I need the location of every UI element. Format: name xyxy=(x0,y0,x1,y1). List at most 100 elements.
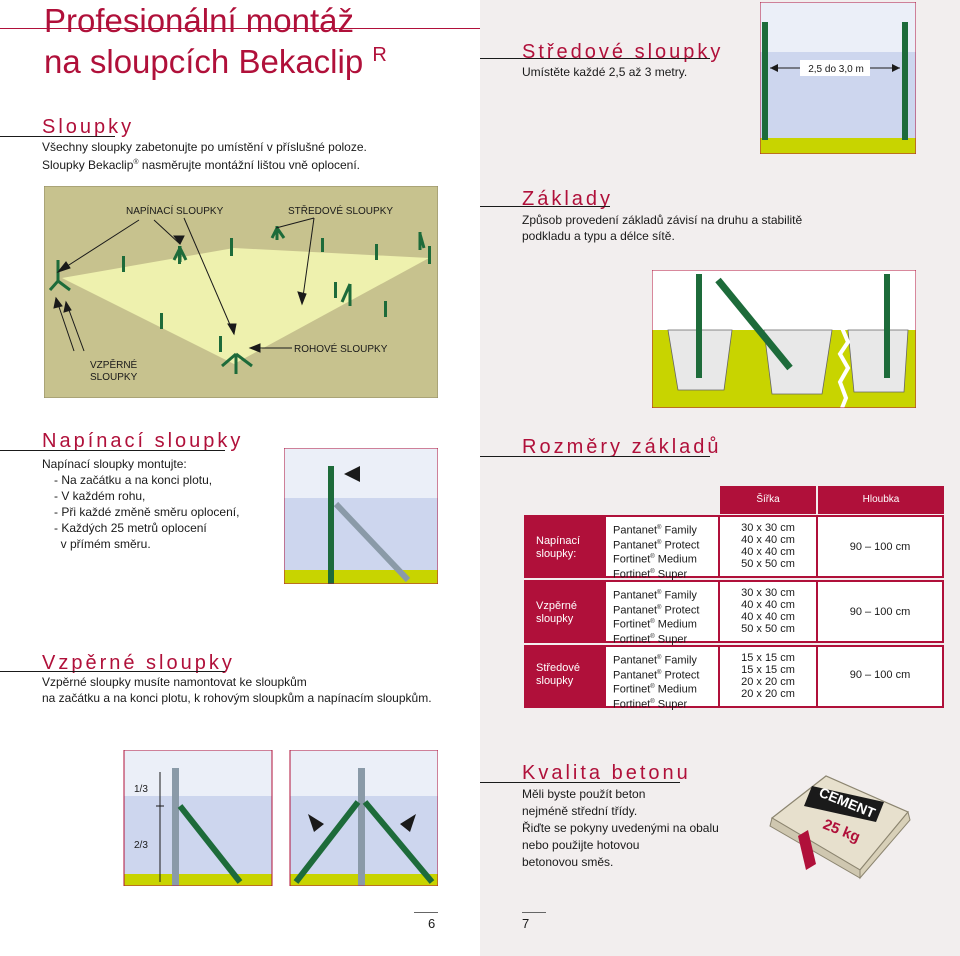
heading-rule xyxy=(0,136,115,137)
heading-sloupky: Sloupky xyxy=(42,116,135,138)
registered-mark: ® xyxy=(657,590,662,596)
product-variant: Family xyxy=(661,589,697,602)
registered-mark: ® xyxy=(657,525,662,531)
product-name: Fortinet xyxy=(613,633,651,646)
arrow-icon xyxy=(400,814,416,832)
page-title: Profesionální montáž na sloupcích Bekacl… xyxy=(44,4,387,79)
right-page-background xyxy=(480,0,960,956)
napinaci-item: - V každém rohu, xyxy=(54,489,146,503)
heading-rule xyxy=(0,671,225,672)
label-rohove-sloupky: ROHOVÉ SLOUPKY xyxy=(294,342,388,355)
napinaci-item: - Každých 25 metrů oplocení xyxy=(54,521,207,535)
label-stredove-sloupky: STŘEDOVÉ SLOUPKY xyxy=(288,204,393,217)
kvalita-line: Řiďte se pokyny uvedenými na obalu xyxy=(522,821,719,835)
registered-mark: ® xyxy=(657,539,662,546)
size-list: 30 x 30 cm 40 x 40 cm 40 x 40 cm 50 x 50… xyxy=(720,587,816,635)
size-value: 40 x 40 cm xyxy=(741,546,795,558)
row-group-label: Napínací sloupky: xyxy=(536,535,580,561)
page-number-rule xyxy=(522,912,546,913)
heading-rozmery: Rozměry základů xyxy=(522,436,722,458)
registered-mark: ® xyxy=(657,669,662,676)
label-napinaci-sloupky: NAPÍNACÍ SLOUPKY xyxy=(126,204,224,217)
row-group-label: Vzpěrné sloupky xyxy=(536,600,577,626)
row-group-line: sloupky: xyxy=(536,548,577,560)
product-variant: Super xyxy=(654,698,688,711)
title-rule xyxy=(0,28,480,29)
registered-mark: ® xyxy=(650,554,655,561)
product-variant: Family xyxy=(661,654,697,667)
depth-value: 90 – 100 cm xyxy=(849,606,911,618)
row-group-line: Vzpěrné xyxy=(536,600,577,612)
product-name: Fortinet xyxy=(613,683,651,696)
registered-mark: ® xyxy=(650,568,655,575)
product-variant: Medium xyxy=(654,683,697,696)
product-name: Pantanet xyxy=(613,589,658,602)
size-value: 50 x 50 cm xyxy=(741,558,795,570)
product-variant: Protect xyxy=(661,604,700,617)
heading-rule xyxy=(0,450,225,451)
zaklady-line-1: Způsob provedení základů závisí na druhu… xyxy=(522,213,803,227)
product-name: Pantanet xyxy=(613,654,658,667)
size-list: 15 x 15 cm 15 x 15 cm 20 x 20 cm 20 x 20… xyxy=(720,652,816,700)
depth-value: 90 – 100 cm xyxy=(849,541,911,553)
product-list: Pantanet® Family Pantanet® Protect Forti… xyxy=(613,522,699,581)
row-group-label: Středové sloupky xyxy=(536,662,580,688)
label-vzperne-1: VZPĚRNÉ xyxy=(90,358,138,371)
tension-post-illustration xyxy=(284,448,438,584)
product-name: Fortinet xyxy=(613,698,651,711)
product-variant: Family xyxy=(661,524,697,537)
vzperne-line-2: na začátku a na konci plotu, k rohovým s… xyxy=(42,691,432,705)
product-name: Pantanet xyxy=(613,524,658,537)
brace-post-illustration: 1/3 2/3 xyxy=(123,750,438,886)
size-value: 20 x 20 cm xyxy=(741,676,795,688)
vzperne-text: Vzpěrné sloupky musíte namontovat ke slo… xyxy=(42,674,432,706)
foundation-illustration xyxy=(652,270,916,408)
size-value: 20 x 20 cm xyxy=(741,688,795,700)
size-value: 15 x 15 cm xyxy=(741,652,795,664)
registered-mark: R xyxy=(372,44,387,66)
heading-vzperne: Vzpěrné sloupky xyxy=(42,652,235,674)
product-list: Pantanet® Family Pantanet® Protect Forti… xyxy=(613,587,699,646)
registered-mark: ® xyxy=(657,604,662,611)
stredove-text: Umístěte každé 2,5 až 3 metry. xyxy=(522,65,688,79)
fraction-two-thirds: 2/3 xyxy=(134,840,148,851)
heading-kvalita: Kvalita betonu xyxy=(522,762,691,784)
registered-mark: ® xyxy=(650,619,655,626)
registered-mark: ® xyxy=(650,698,655,705)
product-variant: Protect xyxy=(661,669,700,682)
product-name: Pantanet xyxy=(613,539,658,552)
depth-value: 90 – 100 cm xyxy=(849,669,911,681)
zaklady-line-2: podkladu a typu a délce sítě. xyxy=(522,229,675,243)
sloupky-line-2b: nasměrujte montážní lištou vně oplocení. xyxy=(138,158,361,172)
arrow-icon xyxy=(308,814,324,832)
page-number-right: 7 xyxy=(522,916,530,931)
napinaci-item: - Při každé změně směru oplocení, xyxy=(54,505,240,519)
heading-rule xyxy=(480,782,680,783)
napinaci-item: v přímém směru. xyxy=(54,537,151,551)
registered-mark: ® xyxy=(657,655,662,661)
kvalita-line: betonovou směs. xyxy=(522,855,614,869)
arrow-icon xyxy=(344,466,360,482)
sloupky-text: Všechny sloupky zabetonujte po umístění … xyxy=(42,139,367,173)
row-group-line: sloupky xyxy=(536,613,574,625)
napinaci-text: Napínací sloupky montujte: - Na začátku … xyxy=(42,456,239,552)
product-list: Pantanet® Family Pantanet® Protect Forti… xyxy=(613,652,699,711)
kvalita-text: Měli byste použít beton nejméně střední … xyxy=(522,786,719,871)
title-line-1: Profesionální montáž xyxy=(44,2,355,39)
napinaci-item: - Na začátku a na konci plotu, xyxy=(54,473,213,487)
product-variant: Medium xyxy=(654,553,697,566)
page-number-rule xyxy=(414,912,438,913)
kvalita-line: nejméně střední třídy. xyxy=(522,804,638,818)
heading-rule xyxy=(480,58,710,59)
size-value: 40 x 40 cm xyxy=(741,611,795,623)
spacing-label: 2,5 do 3,0 m xyxy=(808,64,864,75)
col-header-sirka: Šířka xyxy=(720,486,816,514)
product-variant: Super xyxy=(654,633,688,646)
page-number-left: 6 xyxy=(428,916,436,931)
cement-bag-illustration: CEMENT 25 kg xyxy=(769,775,911,880)
col-header-hloubka: Hloubka xyxy=(818,486,944,514)
size-value: 50 x 50 cm xyxy=(741,623,795,635)
heading-rule xyxy=(480,206,610,207)
registered-mark: ® xyxy=(650,633,655,640)
heading-napinaci: Napínací sloupky xyxy=(42,430,244,452)
